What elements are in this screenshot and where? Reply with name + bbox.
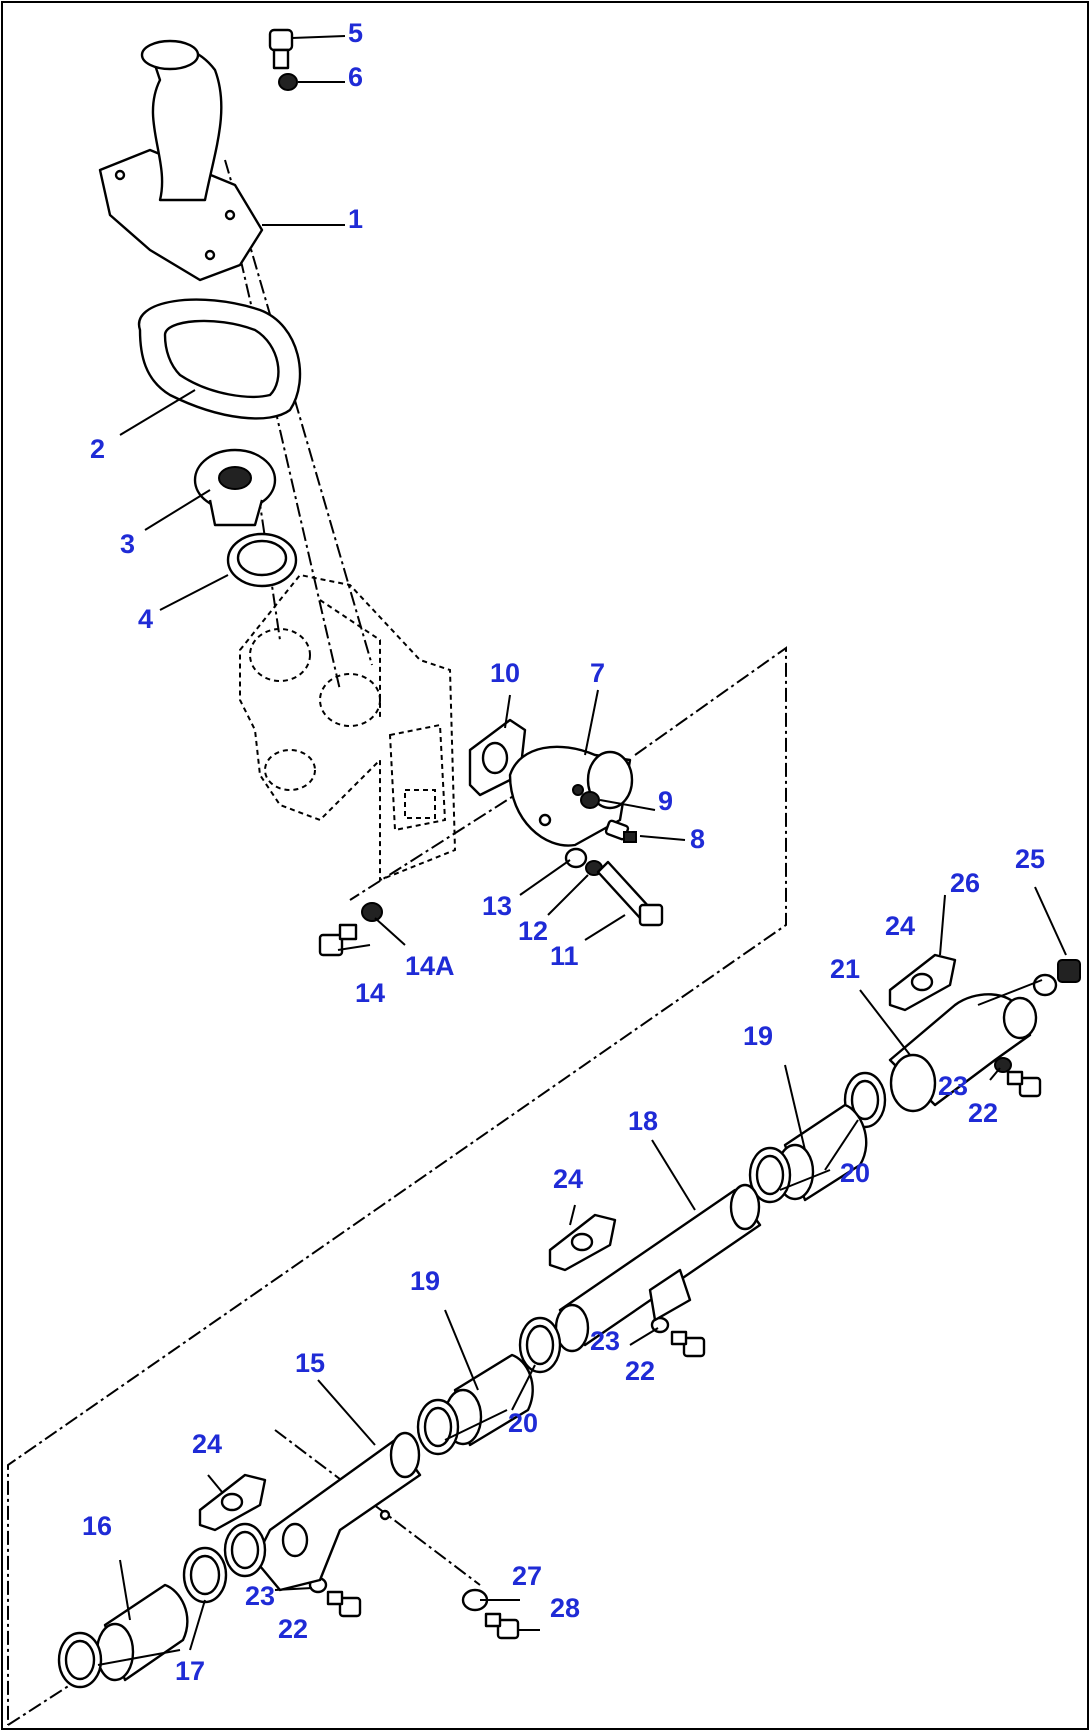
part-25-plug [1057,959,1081,983]
callout-27: 27 [512,1561,542,1591]
callout-8: 8 [690,824,705,854]
part-15-tee-pipe [253,1431,422,1592]
part-16-hose [95,1583,189,1682]
callout-26: 26 [950,868,980,898]
callout-4: 4 [138,604,153,634]
callout-17: 17 [175,1656,205,1686]
callout-25: 25 [1015,844,1045,874]
callout-labels: 5 6 1 2 3 4 10 7 9 8 13 12 11 14A 14 25 … [82,18,1045,1686]
callout-23-lower: 23 [245,1581,275,1611]
part-11-bolt [596,860,664,927]
part-20-clamp-middle-a [518,1316,562,1374]
callout-18: 18 [628,1106,658,1136]
part-24-flange-middle [548,1213,617,1272]
callout-16: 16 [82,1511,112,1541]
part-6-washer [278,73,298,91]
callout-23-middle: 23 [590,1326,620,1356]
part-21-elbow-pipe [888,993,1038,1113]
part-3-thermostat [193,448,277,527]
part-24-flange-upper [888,953,957,1012]
part-20-clamp-middle-b [416,1398,460,1456]
leader-lines [97,35,1067,1666]
callout-13: 13 [482,891,512,921]
part-22-bolt-upper [1006,1070,1042,1098]
part-8-sensor [604,819,637,843]
callout-14a: 14A [405,951,455,981]
callout-20-middle: 20 [508,1408,538,1438]
callout-24-lower: 24 [192,1429,222,1459]
part-24-flange-lower [198,1473,267,1532]
part-14a-washer [361,902,383,922]
callout-24-upper: 24 [885,911,915,941]
callout-20-upper: 20 [840,1158,870,1188]
callout-22-middle: 22 [625,1356,655,1386]
part-5-bolt [268,28,294,70]
part-22-bolt-lower [326,1590,362,1618]
callout-21: 21 [830,954,860,984]
part-14-bolt [318,923,358,957]
part-23-ring-lower [223,1522,267,1578]
callout-6: 6 [348,62,363,92]
part-19-hose-middle [443,1353,534,1447]
callout-11: 11 [550,941,579,971]
part-17-clamp-b [57,1631,103,1689]
callout-7: 7 [590,658,605,688]
part-17-clamp-a [182,1546,228,1604]
part-26-washer [1032,973,1058,997]
part-2-gasket [137,298,302,420]
part-13-washer [564,847,588,869]
part-1-thermostat-cover [98,39,264,282]
part-7-water-outlet [508,745,634,847]
callout-24-middle: 24 [553,1164,583,1194]
callout-22-lower: 22 [278,1614,308,1644]
callout-23-upper: 23 [938,1071,968,1101]
callout-2: 2 [90,434,105,464]
part-9-washer [580,791,600,809]
part-28-bolt [484,1612,520,1640]
part-20-clamp-upper-b [748,1146,792,1204]
callout-1: 1 [348,204,363,234]
engine-block-outline [239,573,457,882]
callout-19-middle: 19 [410,1266,440,1296]
callout-19-upper: 19 [743,1021,773,1051]
callout-9: 9 [658,786,673,816]
callout-12: 12 [518,916,548,946]
part-22-bolt-middle [670,1330,706,1358]
part-4-seal [226,532,298,588]
callout-28: 28 [550,1593,580,1623]
callout-3: 3 [120,529,135,559]
callout-15: 15 [295,1348,325,1378]
callout-5: 5 [348,18,363,48]
callout-22-upper: 22 [968,1098,998,1128]
part-18-pipe [554,1183,762,1353]
callout-10: 10 [490,658,520,688]
callout-14: 14 [355,978,385,1008]
